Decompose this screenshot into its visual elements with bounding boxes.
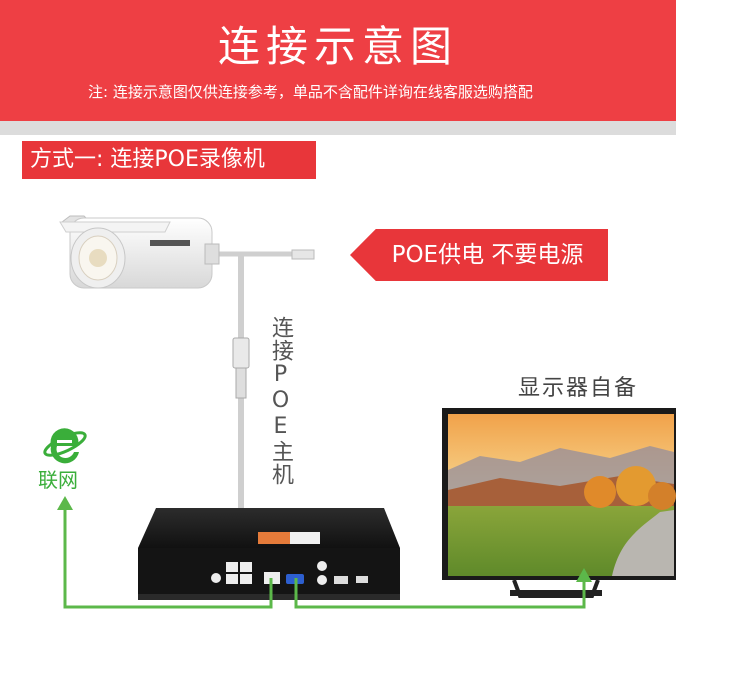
- arrow-up-icon: [57, 496, 73, 510]
- poe-callout-arrow: [350, 229, 608, 281]
- network-connection-line: [63, 500, 273, 609]
- ip-camera-icon: [59, 215, 220, 289]
- connect-poe-host-label: 连接POE主机: [268, 316, 293, 486]
- hdmi-connection-line: [294, 576, 586, 609]
- header-banner: [0, 0, 676, 121]
- monitor-self-provided-label: 显示器自备: [518, 376, 639, 401]
- rj45-connector-top: [232, 337, 250, 369]
- poe-power-label: POE供电 不要电源: [391, 242, 584, 268]
- method-one-tag: 方式一: 连接POE录像机: [22, 141, 316, 179]
- disclaimer-note: 注: 连接示意图仅供连接参考，单品不含配件详询在线客服选购搭配: [88, 83, 533, 101]
- nvr-recorder-icon: [138, 508, 400, 600]
- monitor-icon: [442, 408, 676, 598]
- page-title: 连接示意图: [217, 22, 458, 71]
- banner-divider: [0, 121, 676, 135]
- dc-plug: [291, 249, 315, 260]
- internet-explorer-icon: [43, 428, 87, 464]
- internet-label: 联网: [38, 468, 78, 492]
